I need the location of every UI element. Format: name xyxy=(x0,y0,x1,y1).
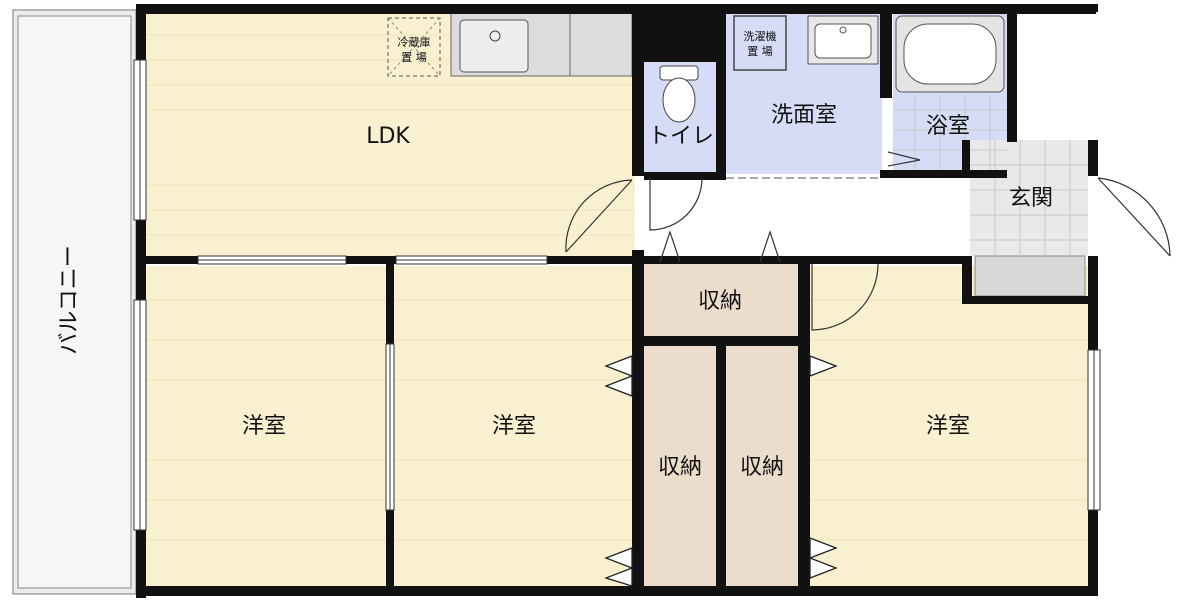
western-left-label: 洋室 xyxy=(242,414,286,439)
storage-hall-label: 収納 xyxy=(698,289,742,314)
fridge-label-2: 置 場 xyxy=(401,51,427,64)
bathtub-icon xyxy=(895,15,1005,93)
storage-right-label: 収納 xyxy=(740,455,784,480)
windows xyxy=(133,59,1101,531)
washer-space: 洗濯機 置 場 xyxy=(733,15,787,71)
fridge-space: 冷蔵庫 置 場 xyxy=(387,17,441,77)
western-center-label: 洋室 xyxy=(492,414,536,439)
balcony: バルコニー xyxy=(12,9,137,595)
kitchen-counter xyxy=(450,11,633,77)
western-right-label: 洋室 xyxy=(926,414,970,439)
closet-doors xyxy=(604,355,838,587)
wash-basin-icon xyxy=(807,15,879,65)
toilet-icon xyxy=(659,65,699,123)
shoe-box xyxy=(974,255,1086,297)
toilet-label: トイレ xyxy=(648,124,714,149)
ldk-label: LDK xyxy=(366,124,410,149)
storage-hall-floor xyxy=(643,264,799,336)
washer-label-2: 置 場 xyxy=(747,45,773,58)
tile-grid xyxy=(893,95,1088,256)
washer-label-1: 洗濯機 xyxy=(744,29,777,43)
washroom-label: 洗面室 xyxy=(771,103,837,128)
western-left-floor xyxy=(145,266,387,586)
bath-label: 浴室 xyxy=(926,114,970,139)
entrance-label: 玄関 xyxy=(1009,186,1053,211)
door-swings xyxy=(565,151,1171,331)
storage-left-label: 収納 xyxy=(658,455,702,480)
fridge-label-1: 冷蔵庫 xyxy=(398,35,431,49)
room-labels: LDK トイレ 洗面室 浴室 玄関 収納 洋室 洋室 洋室 収納 収納 xyxy=(242,103,1053,480)
storage-left-floor xyxy=(643,346,717,586)
balcony-label: バルコニー xyxy=(57,245,82,355)
storage-right-floor xyxy=(726,346,799,586)
western-center-floor xyxy=(393,266,635,586)
western-right-floor xyxy=(806,266,1090,586)
